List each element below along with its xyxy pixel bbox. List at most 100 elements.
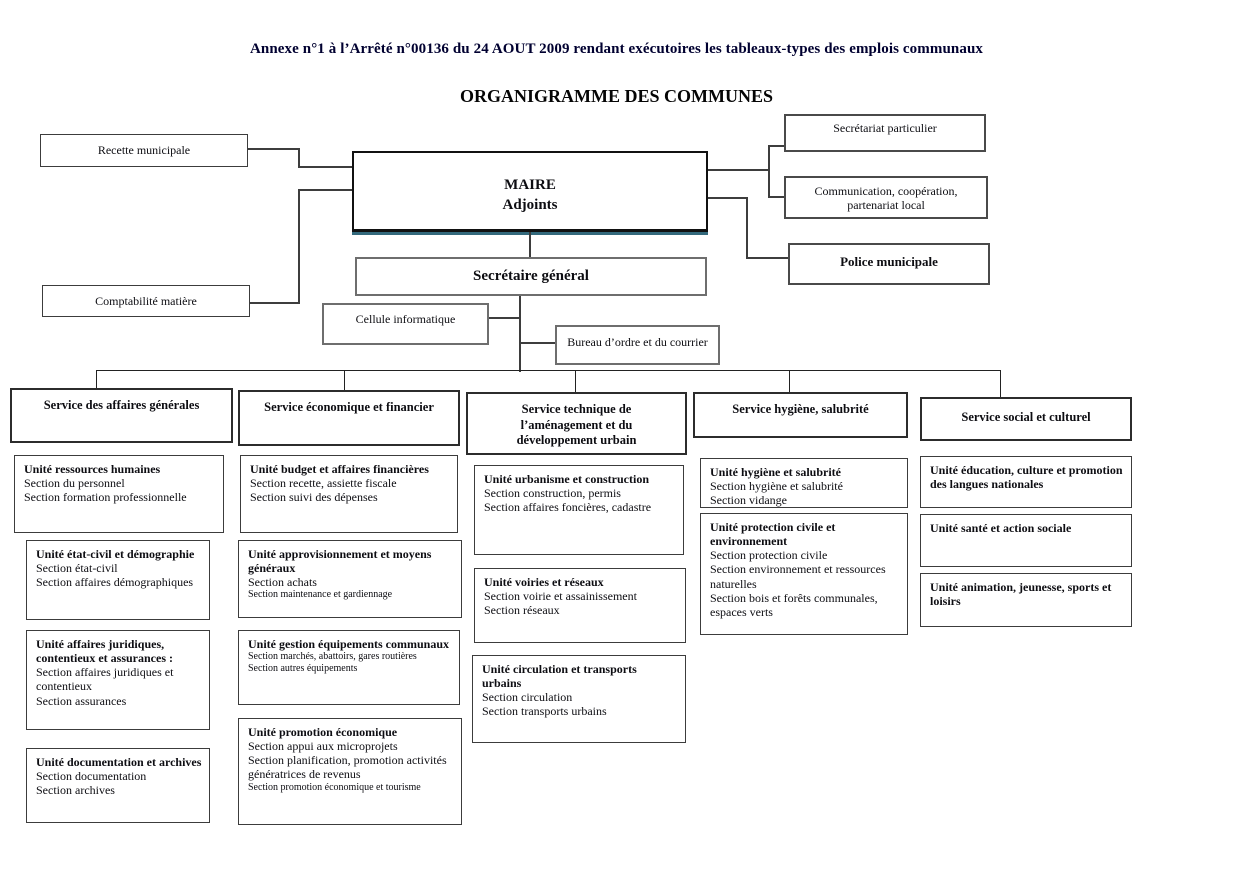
- connector: [708, 197, 748, 199]
- service-label: Service social et culturel: [961, 410, 1091, 424]
- unit-box-affaires-juridiques: Unité affaires juridiques, contentieux e…: [26, 630, 210, 730]
- box-label: Secrétariat particulier: [833, 121, 937, 135]
- unit-section: Section formation professionnelle: [24, 490, 187, 505]
- unit-section: Section affaires foncières, cadastre: [484, 500, 652, 515]
- service-header-social-culturel: Service social et culturel: [920, 397, 1132, 441]
- unit-title: Unité éducation, culture et promotion de…: [930, 463, 1123, 492]
- unit-section: Section transports urbains: [482, 704, 607, 719]
- unit-box-budget-affaires-financieres: Unité budget et affaires financières Sec…: [240, 455, 458, 533]
- box-secretaire-general: Secrétaire général: [355, 257, 707, 296]
- unit-section: Section recette, assiette fiscale: [250, 476, 397, 491]
- connector: [529, 232, 531, 257]
- connector: [575, 370, 576, 392]
- unit-section: Section assurances: [36, 693, 127, 708]
- box-maire-adjoints: MAIRE Adjoints: [352, 151, 708, 232]
- box-secretariat-particulier: Secrétariat particulier: [784, 114, 986, 152]
- box-label: Communication, coopération, partenariat …: [814, 184, 958, 213]
- unit-title: Unité gestion équipements communaux: [248, 637, 450, 651]
- box-label: Bureau d’ordre et du courrier: [567, 335, 708, 349]
- unit-box-protection-civile-environnement: Unité protection civile et environnement…: [700, 513, 908, 635]
- unit-title: Unité documentation et archives: [36, 755, 202, 769]
- box-label: Recette municipale: [97, 143, 191, 157]
- unit-section: Section circulation: [482, 690, 573, 705]
- service-header-economique-financier: Service économique et financier: [238, 390, 460, 446]
- box-bureau-ordre-courrier: Bureau d’ordre et du courrier: [555, 325, 720, 365]
- service-label: Service hygiène, salubrité: [732, 402, 869, 416]
- unit-title: Unité circulation et transports urbains: [482, 662, 637, 691]
- connector: [96, 370, 1001, 371]
- connector: [298, 189, 300, 304]
- unit-section: Section du personnel: [24, 476, 125, 491]
- unit-box-hygiene-salubrite: Unité hygiène et salubrité Section hygiè…: [700, 458, 908, 508]
- unit-section: Section environnement et ressources natu…: [710, 562, 886, 591]
- connector: [746, 197, 748, 259]
- unit-box-education-culture-langues: Unité éducation, culture et promotion de…: [920, 456, 1132, 508]
- unit-section: Section promotion économique et tourisme: [248, 781, 421, 793]
- box-label: Cellule informatique: [355, 312, 456, 326]
- unit-section: Section réseaux: [484, 603, 560, 618]
- unit-section: Section marchés, abattoirs, gares routiè…: [248, 651, 417, 663]
- unit-section: Section appui aux microprojets: [248, 739, 398, 754]
- box-police-municipale: Police municipale: [788, 243, 990, 285]
- unit-section: Section état-civil: [36, 561, 118, 576]
- service-header-technique-urbain: Service technique de l’aménagement et du…: [466, 392, 687, 455]
- connector: [298, 166, 352, 168]
- unit-box-etat-civil-demographie: Unité état-civil et démographie Section …: [26, 540, 210, 620]
- unit-title: Unité promotion économique: [248, 725, 398, 739]
- box-label: Secrétaire général: [473, 268, 589, 284]
- connector: [250, 302, 300, 304]
- unit-section: Section protection civile: [710, 548, 828, 563]
- connector: [768, 196, 784, 198]
- connector: [521, 342, 555, 344]
- connector: [1000, 370, 1001, 397]
- connector: [298, 189, 352, 191]
- unit-section: Section documentation: [36, 769, 147, 784]
- chart-title: ORGANIGRAMME DES COMMUNES: [460, 86, 773, 106]
- unit-box-animation-jeunesse-sports: Unité animation, jeunesse, sports et loi…: [920, 573, 1132, 627]
- unit-box-urbanisme-construction: Unité urbanisme et construction Section …: [474, 465, 684, 555]
- service-label: Service technique de l’aménagement et du…: [516, 402, 637, 448]
- unit-section: Section autres équipements: [248, 662, 358, 674]
- box-label: Police municipale: [840, 254, 938, 269]
- unit-section: Section affaires démographiques: [36, 575, 194, 590]
- unit-section: Section bois et forêts communales, espac…: [710, 590, 878, 619]
- connector: [768, 145, 770, 198]
- connector: [746, 257, 788, 259]
- unit-title: Unité voiries et réseaux: [484, 575, 604, 589]
- unit-title: Unité santé et action sociale: [930, 521, 1072, 535]
- unit-title: Unité approvisionnement et moyens généra…: [248, 547, 432, 576]
- unit-section: Section affaires juridiques et contentie…: [36, 665, 174, 694]
- unit-section: Section planification, promotion activit…: [248, 753, 447, 782]
- unit-section: Section voirie et assainissement: [484, 589, 637, 604]
- unit-title: Unité affaires juridiques, contentieux e…: [36, 637, 173, 666]
- connector: [489, 317, 520, 319]
- service-header-affaires-generales: Service des affaires générales: [10, 388, 233, 443]
- service-header-hygiene-salubrite: Service hygiène, salubrité: [693, 392, 908, 438]
- unit-title: Unité ressources humaines: [24, 462, 161, 476]
- unit-section: Section hygiène et salubrité: [710, 479, 843, 494]
- unit-box-sante-action-sociale: Unité santé et action sociale: [920, 514, 1132, 567]
- connector: [789, 370, 790, 392]
- unit-box-gestion-equipements: Unité gestion équipements communaux Sect…: [238, 630, 460, 705]
- unit-box-circulation-transports: Unité circulation et transports urbains …: [472, 655, 686, 743]
- unit-section: Section suivi des dépenses: [250, 490, 378, 505]
- unit-title: Unité état-civil et démographie: [36, 547, 195, 561]
- box-comptabilite-matiere: Comptabilité matière: [42, 285, 250, 317]
- service-label: Service économique et financier: [264, 400, 434, 414]
- unit-title: Unité budget et affaires financières: [250, 462, 429, 476]
- unit-box-documentation-archives: Unité documentation et archives Section …: [26, 748, 210, 823]
- box-communication-cooperation: Communication, coopération, partenariat …: [784, 176, 988, 219]
- adjoints-label: Adjoints: [502, 197, 558, 214]
- connector: [768, 145, 784, 147]
- unit-section: Section archives: [36, 783, 115, 798]
- unit-box-ressources-humaines: Unité ressources humaines Section du per…: [14, 455, 224, 533]
- box-label: Comptabilité matière: [95, 294, 197, 308]
- unit-title: Unité protection civile et environnement: [710, 520, 836, 549]
- unit-title: Unité urbanisme et construction: [484, 472, 649, 486]
- unit-section: Section achats: [248, 575, 317, 590]
- connector: [344, 370, 345, 390]
- box-cellule-informatique: Cellule informatique: [322, 303, 489, 345]
- service-label: Service des affaires générales: [43, 398, 200, 412]
- unit-title: Unité animation, jeunesse, sports et loi…: [930, 580, 1112, 609]
